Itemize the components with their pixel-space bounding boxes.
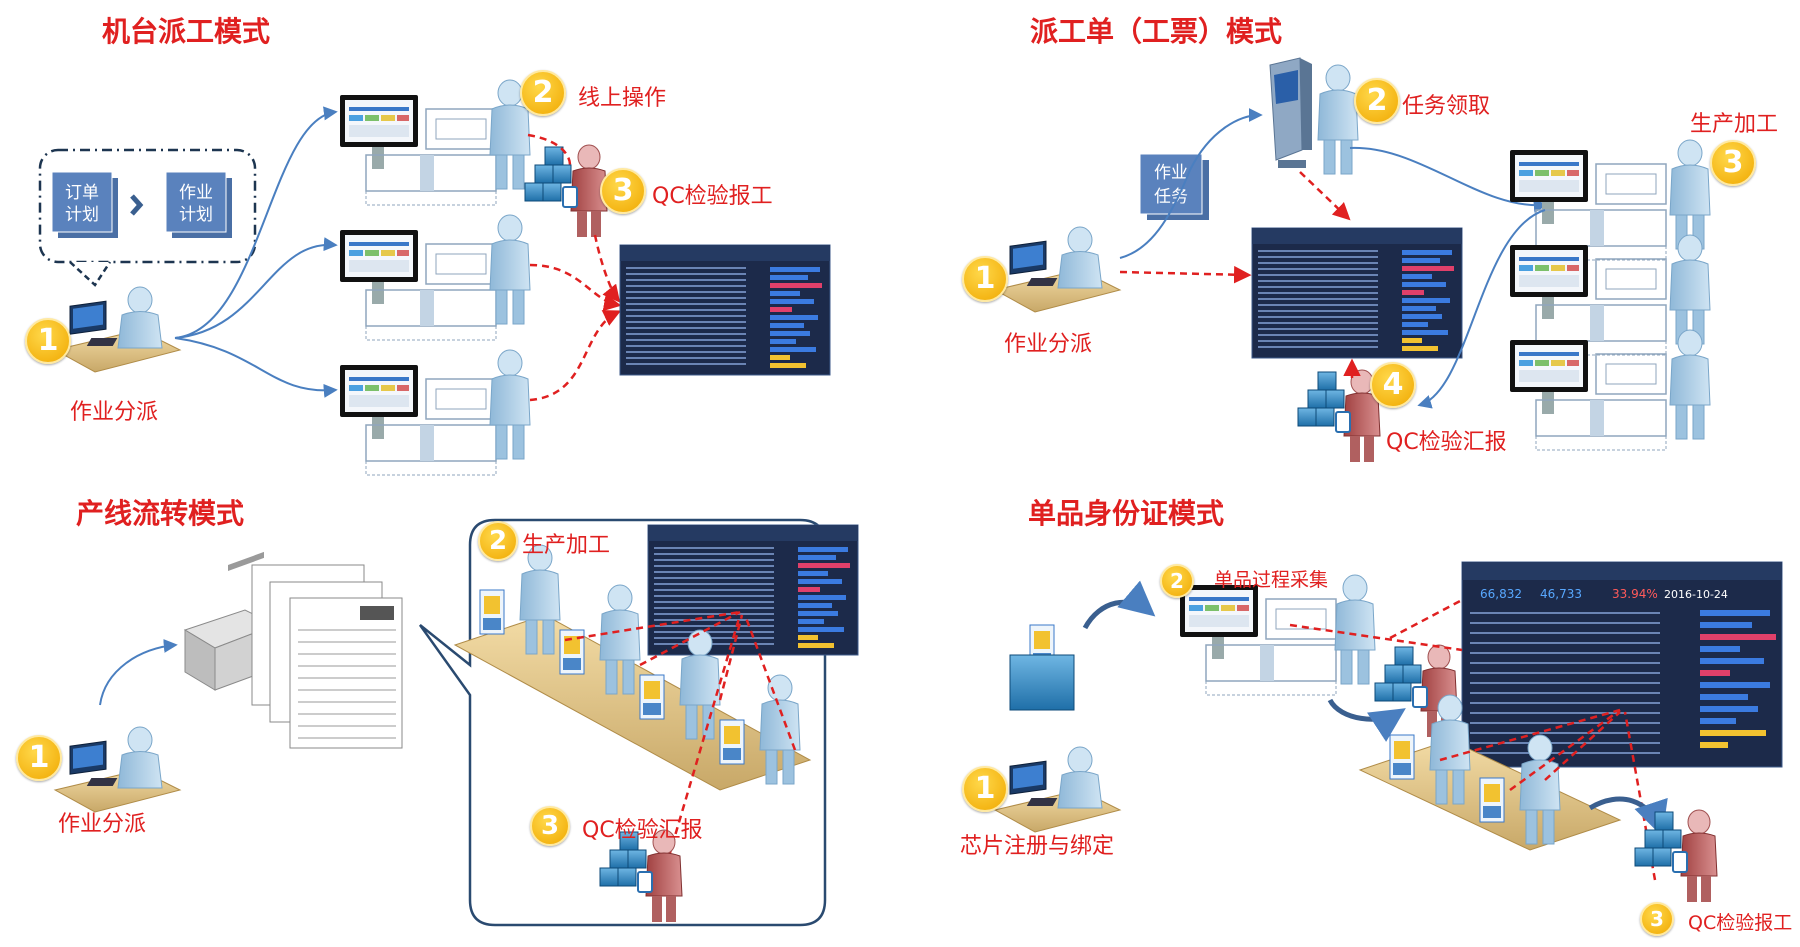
step-label-dispatch: 作业分派 bbox=[58, 812, 147, 837]
step-badge-2: 2 bbox=[478, 521, 518, 561]
kiosk-icon bbox=[1269, 57, 1312, 168]
step-label-dispatch: 作业分派 bbox=[70, 400, 159, 425]
data-links bbox=[564, 610, 797, 881]
flow-arrow bbox=[174, 106, 338, 339]
step-label-online: 线上操作 bbox=[578, 86, 667, 111]
flow-arrow bbox=[174, 337, 338, 398]
product-stand-icon bbox=[1009, 654, 1075, 711]
work-plan-doc-icon: 作业 计划 bbox=[165, 171, 232, 238]
machine-terminal-icon bbox=[339, 229, 497, 341]
operator-icon bbox=[489, 349, 531, 460]
paper-form-icon bbox=[251, 564, 403, 749]
kpi-value-2: 46,733 bbox=[1540, 587, 1582, 601]
step-label-process: 生产加工 bbox=[522, 533, 611, 558]
step-label-process: 生产加工 bbox=[1690, 112, 1779, 137]
data-link bbox=[529, 310, 622, 402]
step-badge-4: 4 bbox=[1370, 362, 1416, 408]
panel-line-flow bbox=[54, 518, 859, 927]
step-label-register: 芯片注册与绑定 bbox=[960, 834, 1115, 859]
plan-cloud bbox=[38, 148, 257, 264]
panel-title-line: 产线流转模式 bbox=[76, 497, 245, 530]
panel-title-machine: 机台派工模式 bbox=[102, 15, 271, 48]
qc-inspector-icon bbox=[1634, 809, 1718, 903]
flow-arrow bbox=[1327, 698, 1406, 742]
flow-arrow bbox=[1082, 580, 1156, 630]
order-plan-line1: 订单 bbox=[65, 183, 99, 203]
kpi-value-3: 33.94% bbox=[1612, 587, 1658, 601]
work-plan-line1: 作业 bbox=[179, 183, 213, 203]
production-line-icon bbox=[1358, 694, 1622, 851]
panel-machine-dispatch: 订单 计划 作业 计划 bbox=[38, 79, 831, 476]
dashboard-screen-icon: 66,832 46,733 33.94% 2016-10-24 bbox=[1461, 561, 1783, 768]
step-label-qc: QC检验报工 bbox=[1688, 912, 1793, 934]
computer-worker-icon bbox=[54, 726, 181, 813]
step-badge-2: 2 bbox=[520, 70, 566, 116]
task-doc-line1: 作业 bbox=[1154, 163, 1188, 183]
flow-arrow bbox=[99, 638, 178, 706]
flow-arrow bbox=[174, 237, 338, 339]
step-badge-2: 2 bbox=[1160, 564, 1194, 598]
panel-ticket-dispatch: 作业 任务 bbox=[994, 57, 1711, 463]
machine-terminal-icon bbox=[339, 364, 497, 476]
qc-inspector-icon bbox=[524, 144, 608, 238]
data-link bbox=[1119, 265, 1252, 284]
machine-terminal-icon bbox=[339, 94, 497, 206]
machine-terminal-icon bbox=[1179, 584, 1337, 696]
task-doc-icon: 作业 任务 bbox=[1139, 153, 1209, 220]
work-plan-line2: 计划 bbox=[179, 205, 213, 225]
operator-icon bbox=[1669, 139, 1711, 250]
computer-worker-icon bbox=[994, 746, 1121, 833]
step-badge-3: 3 bbox=[600, 168, 646, 214]
step-badge-2: 2 bbox=[1354, 78, 1400, 124]
step-badge-1: 1 bbox=[25, 318, 71, 364]
data-link bbox=[527, 133, 572, 166]
kpi-value-1: 66,832 bbox=[1480, 587, 1522, 601]
panel-title-ticket: 派工单（工票）模式 bbox=[1030, 15, 1283, 48]
step-badge-3: 3 bbox=[530, 806, 570, 846]
data-link bbox=[1299, 171, 1351, 221]
dashboard-date: 2016-10-24 bbox=[1664, 588, 1728, 601]
step-badge-1: 1 bbox=[962, 256, 1008, 302]
chevron-right-icon bbox=[130, 194, 144, 216]
dashboard-screen-icon bbox=[619, 244, 831, 376]
task-doc-line2: 任务 bbox=[1154, 187, 1188, 207]
flow-arrow bbox=[1417, 209, 1546, 409]
step-label-dispatch: 作业分派 bbox=[1004, 332, 1093, 357]
data-link bbox=[529, 263, 622, 312]
operator-icon bbox=[1334, 574, 1376, 685]
operator-icon bbox=[1669, 329, 1711, 440]
qc-inspector-icon bbox=[1297, 369, 1381, 463]
flow-arrow bbox=[1349, 146, 1548, 213]
step-label-qc: QC检验汇报 bbox=[1386, 430, 1507, 455]
machine-icon bbox=[1509, 339, 1667, 451]
computer-worker-icon bbox=[994, 226, 1121, 313]
step-badge-3: 3 bbox=[1710, 140, 1756, 186]
step-badge-1: 1 bbox=[16, 735, 62, 781]
production-line-callout bbox=[418, 518, 827, 927]
step-label-collect: 单品过程采集 bbox=[1214, 569, 1329, 591]
step-label-qc: QC检验报工 bbox=[652, 184, 773, 209]
step-badge-1: 1 bbox=[962, 766, 1008, 812]
order-plan-doc-icon: 订单 计划 bbox=[51, 171, 118, 238]
operator-icon bbox=[1317, 64, 1359, 175]
step-label-qc: QC检验汇报 bbox=[582, 818, 703, 843]
step-badge-3: 3 bbox=[1640, 902, 1674, 936]
machine-icon bbox=[1509, 244, 1667, 356]
operator-icon bbox=[489, 214, 531, 325]
dashboard-screen-icon bbox=[1251, 227, 1463, 359]
panel-title-unit: 单品身份证模式 bbox=[1028, 497, 1225, 530]
data-link bbox=[593, 234, 621, 303]
computer-worker-icon bbox=[54, 286, 181, 373]
operator-icon bbox=[1669, 234, 1711, 345]
flow-arrow bbox=[1119, 108, 1263, 259]
step-label-claim: 任务领取 bbox=[1402, 94, 1491, 119]
order-plan-line2: 计划 bbox=[65, 205, 99, 225]
panel-unit-identity: 66,832 46,733 33.94% 2016-10-24 bbox=[994, 561, 1783, 903]
production-line-icon bbox=[453, 544, 812, 791]
